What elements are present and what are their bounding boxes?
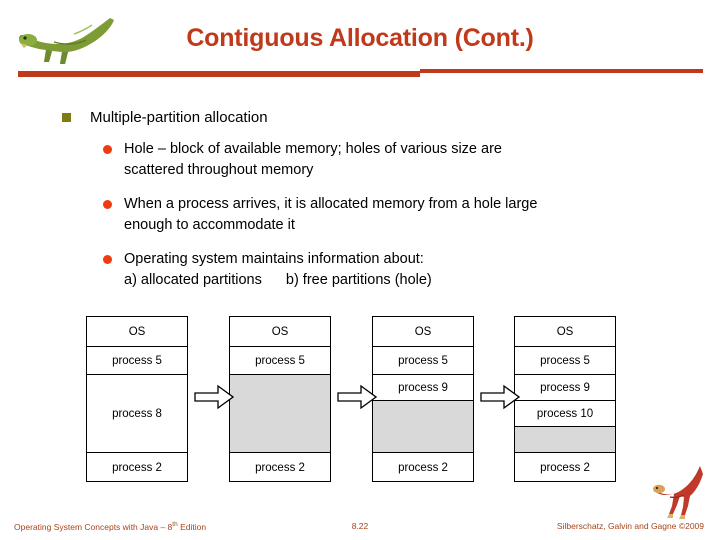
green-dinosaur-logo-icon [14, 12, 118, 72]
square-bullet-icon [62, 113, 71, 122]
memory-block-process-10: process 10 [515, 401, 615, 427]
memory-block-process-5: process 5 [373, 347, 473, 375]
transition-arrow-icon [194, 384, 235, 410]
memory-block-os: OS [230, 317, 330, 347]
round-bullet-icon [103, 200, 112, 209]
memory-block-os: OS [87, 317, 187, 347]
footer-book-title-text: Operating System Concepts with Java – 8 [14, 521, 173, 532]
memory-block-label: process 10 [536, 407, 594, 420]
memory-block-process-9: process 9 [373, 375, 473, 401]
bullet-maintains-line1: Operating system maintains information a… [124, 251, 424, 267]
memory-block-process-8: process 8 [87, 375, 187, 453]
memory-column-state-3: OS process 5 process 9 process 2 [372, 316, 474, 482]
memory-block-label: process 2 [112, 462, 162, 474]
memory-column-state-1: OS process 5 process 8 process 2 [86, 316, 188, 482]
memory-block-hole [230, 375, 330, 453]
footer-book-title: Operating System Concepts with Java – 8t… [14, 521, 206, 532]
bullet-arrives-line1: When a process arrives, it is allocated … [124, 196, 538, 212]
footer-edition-superscript: th [172, 521, 178, 528]
memory-block-label: OS [128, 325, 146, 338]
bullet-level2-os-maintains: Operating system maintains information a… [0, 249, 720, 291]
allocated-partitions-label: a) allocated partitions [124, 272, 262, 288]
transition-arrow-icon [480, 384, 521, 410]
memory-block-process-2: process 2 [230, 453, 330, 483]
memory-block-label: OS [414, 325, 432, 338]
slide-number: 8.22 [351, 521, 369, 531]
memory-block-process-5: process 5 [515, 347, 615, 375]
round-bullet-icon [103, 145, 112, 154]
memory-block-process-9: process 9 [515, 375, 615, 401]
memory-column-state-4: OS process 5 process 9 process 10 process 2 [514, 316, 616, 482]
memory-block-label: process 9 [540, 381, 590, 394]
bullet-level1-label: Multiple-partition allocation [90, 109, 268, 126]
memory-block-label: OS [556, 325, 574, 338]
memory-block-label: process 5 [540, 354, 590, 367]
memory-block-os: OS [373, 317, 473, 347]
memory-block-label: process 5 [112, 354, 162, 367]
bullet-maintains-line2: a) allocated partitions b) free partitio… [124, 270, 660, 291]
memory-block-hole [373, 401, 473, 453]
memory-block-process-5: process 5 [87, 347, 187, 375]
page-title: Contiguous Allocation (Cont.) [186, 24, 534, 52]
memory-block-label: process 8 [112, 407, 162, 420]
memory-block-process-5: process 5 [230, 347, 330, 375]
bullet-level1-multiple-partition-allocation: Multiple-partition allocation [0, 108, 720, 127]
round-bullet-icon [103, 255, 112, 264]
memory-block-label: process 2 [398, 462, 448, 474]
memory-block-process-2: process 2 [515, 453, 615, 483]
memory-block-label: process 5 [255, 354, 305, 367]
bullet-level2-hole: Hole – block of available memory; holes … [0, 139, 720, 181]
memory-block-process-2: process 2 [87, 453, 187, 483]
transition-arrow-icon [337, 384, 378, 410]
title-rule-left [18, 71, 420, 77]
footer-edition-tail: Edition [177, 521, 207, 532]
bullet-arrives-line2: enough to accommodate it [124, 217, 295, 233]
memory-block-label: process 5 [398, 354, 448, 367]
memory-column-state-2: OS process 5 process 2 [229, 316, 331, 482]
memory-block-label: process 2 [255, 462, 305, 474]
memory-block-label: OS [271, 325, 289, 338]
footer-copyright: Silberschatz, Galvin and Gagne ©2009 [556, 521, 704, 531]
memory-allocation-diagram: OS process 5 process 8 process 2 OS process 5… [0, 316, 720, 488]
bullet-hole-line2: scattered throughout memory [124, 162, 314, 178]
bullet-list: Multiple-partition allocation Hole – blo… [0, 108, 720, 304]
memory-block-label: process 9 [398, 381, 448, 394]
red-dinosaur-logo-icon [650, 462, 708, 520]
bullet-hole-line1: Hole – block of available memory; holes … [124, 141, 502, 157]
title-rule-right [420, 69, 703, 73]
memory-block-process-2: process 2 [373, 453, 473, 483]
free-partitions-label: b) free partitions (hole) [285, 272, 432, 288]
memory-block-label: process 2 [540, 462, 590, 474]
memory-block-os: OS [515, 317, 615, 347]
memory-block-hole [515, 427, 615, 453]
bullet-level2-process-arrives: When a process arrives, it is allocated … [0, 194, 720, 236]
